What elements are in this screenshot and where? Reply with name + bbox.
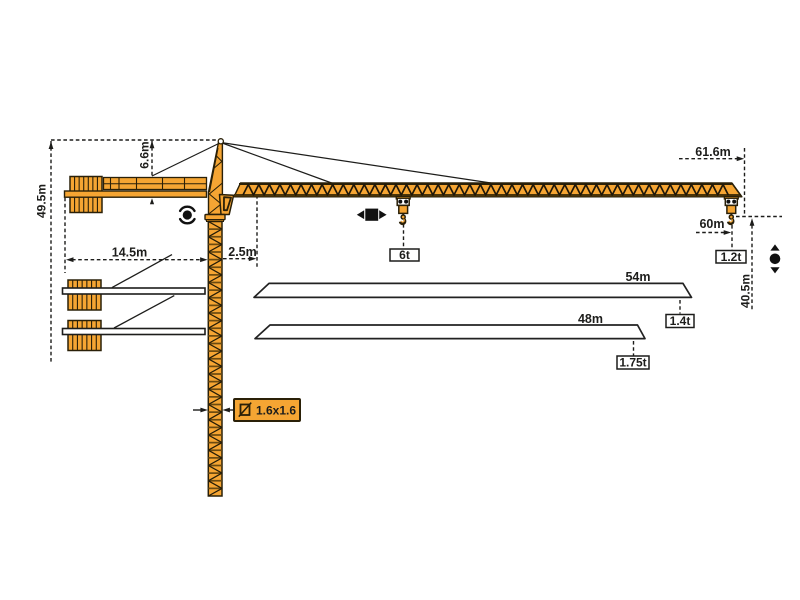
svg-text:1.75t: 1.75t xyxy=(619,356,646,370)
svg-text:40.5m: 40.5m xyxy=(739,274,753,308)
svg-text:61.6m: 61.6m xyxy=(695,145,730,159)
svg-text:1.2t: 1.2t xyxy=(721,250,742,264)
svg-text:6.6m: 6.6m xyxy=(138,141,152,168)
svg-text:60m: 60m xyxy=(699,217,724,231)
svg-text:1.6x1.6: 1.6x1.6 xyxy=(256,403,296,417)
svg-text:6t: 6t xyxy=(399,248,410,262)
svg-text:49.5m: 49.5m xyxy=(35,184,49,218)
svg-text:48m: 48m xyxy=(578,312,603,326)
svg-text:2.5m: 2.5m xyxy=(228,245,257,259)
svg-text:54m: 54m xyxy=(625,270,650,284)
svg-text:14.5m: 14.5m xyxy=(112,245,147,259)
svg-text:1.4t: 1.4t xyxy=(670,314,691,328)
